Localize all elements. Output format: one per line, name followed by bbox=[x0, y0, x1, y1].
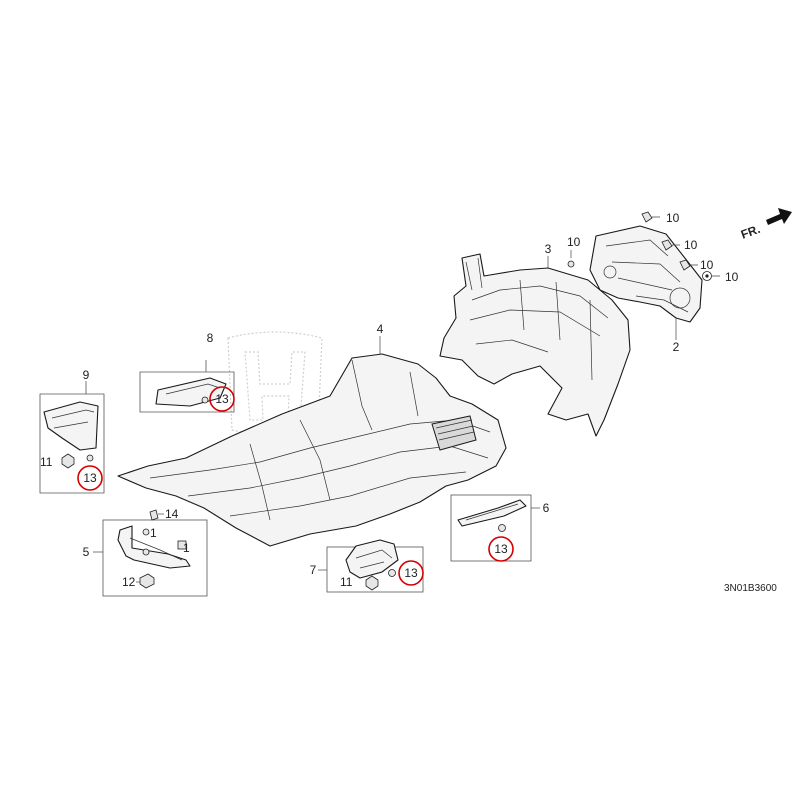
callout-9: 9 bbox=[83, 368, 90, 382]
grommet-icon bbox=[705, 274, 709, 278]
clip-icon bbox=[142, 548, 150, 556]
clip-icon bbox=[201, 396, 209, 404]
callout-1-a: 1 bbox=[150, 526, 157, 540]
fasteners-group-10 bbox=[567, 211, 712, 281]
highlight-circle bbox=[209, 386, 235, 412]
nut-icon bbox=[139, 573, 155, 589]
highlight-circle bbox=[488, 536, 514, 562]
callout-13-d: 13 bbox=[494, 542, 508, 556]
leader-line bbox=[570, 216, 720, 277]
dashboard-insulator bbox=[589, 225, 703, 323]
callout-7: 7 bbox=[310, 563, 317, 577]
highlight-13-b: 13 bbox=[77, 465, 103, 491]
clip-icon bbox=[388, 569, 396, 577]
callout-13-c: 13 bbox=[404, 566, 418, 580]
callout-10-a: 10 bbox=[666, 211, 680, 225]
callout-12: 12 bbox=[122, 575, 136, 589]
part-8-panel bbox=[155, 377, 227, 407]
clip-icon bbox=[86, 454, 94, 462]
part-6-frame bbox=[450, 494, 532, 562]
front-direction-label: FR. bbox=[739, 222, 762, 242]
highlight-13-d: 13 bbox=[488, 536, 514, 562]
callout-13-a: 13 bbox=[215, 392, 229, 406]
callout-14: 14 bbox=[165, 507, 179, 521]
part-7-bracket bbox=[345, 539, 399, 591]
arrow-icon bbox=[766, 208, 792, 225]
clip-icon bbox=[641, 211, 653, 223]
callout-10-b: 10 bbox=[684, 238, 698, 252]
floor-carpet bbox=[117, 353, 507, 547]
callout-4: 4 bbox=[377, 322, 384, 336]
part-5-frame bbox=[102, 519, 208, 597]
callout-10-d: 10 bbox=[700, 258, 714, 272]
clip-icon bbox=[679, 259, 691, 271]
highlight-circle bbox=[77, 465, 103, 491]
callout-10-c: 10 bbox=[567, 235, 581, 249]
callout-1-b: 1 bbox=[183, 541, 190, 555]
clip-icon bbox=[661, 239, 673, 251]
clip-icon bbox=[177, 540, 187, 550]
clip-icon bbox=[498, 524, 506, 532]
clip-icon bbox=[567, 260, 575, 268]
callout-8: 8 bbox=[207, 331, 214, 345]
clip-icon bbox=[142, 528, 150, 536]
part-5-bracket bbox=[117, 509, 191, 589]
callout-5: 5 bbox=[83, 545, 90, 559]
highlight-13-a: 13 bbox=[209, 386, 235, 412]
diagram-reference-code: 3N01B3600 bbox=[724, 583, 777, 594]
part-9-frame bbox=[39, 381, 105, 494]
highlight-circle bbox=[398, 560, 424, 586]
callout-11-b: 11 bbox=[340, 575, 353, 589]
nut-icon bbox=[61, 453, 75, 469]
front-direction-arrow: FR. bbox=[739, 208, 792, 242]
callout-11-a: 11 bbox=[40, 455, 53, 469]
part-6-trim bbox=[457, 499, 527, 532]
dashboard-lower-insulator bbox=[439, 253, 631, 437]
callout-13-b: 13 bbox=[83, 471, 97, 485]
nut-icon bbox=[365, 575, 379, 591]
part-8-frame bbox=[139, 360, 235, 413]
part-9-panel bbox=[43, 401, 99, 469]
bolt-icon bbox=[149, 509, 159, 521]
highlight-13-c: 13 bbox=[398, 560, 424, 586]
callout-6: 6 bbox=[543, 501, 550, 515]
callout-10-e: 10 bbox=[725, 270, 739, 284]
callout-2: 2 bbox=[673, 340, 680, 354]
callout-3: 3 bbox=[545, 242, 552, 256]
